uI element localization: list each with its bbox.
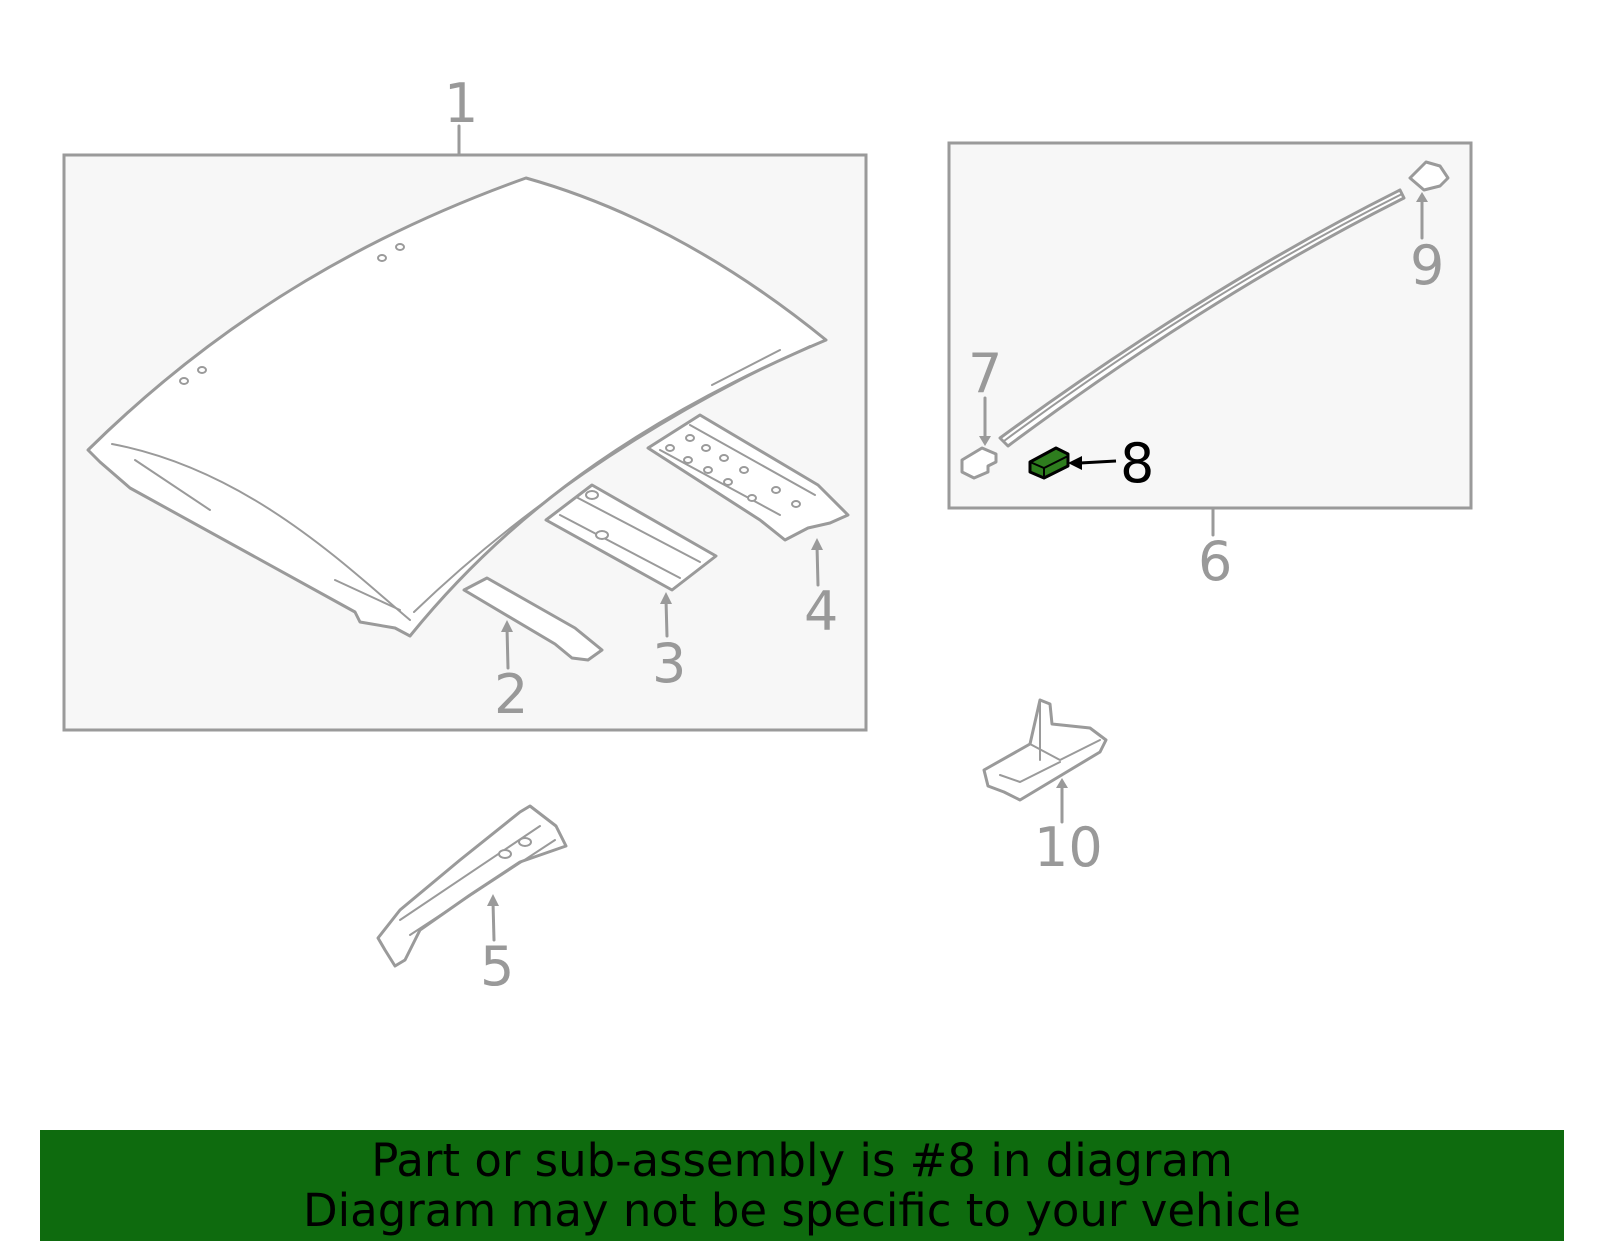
roof-hole [377, 254, 387, 262]
bow-hole [739, 466, 749, 474]
bow-hole [585, 490, 599, 500]
roof-molding[interactable] [998, 188, 1406, 448]
callout-7: 7 [968, 342, 1002, 405]
callout-2-arrowhead [501, 620, 513, 632]
callout-2: 2 [494, 663, 528, 726]
center-roof-bow[interactable] [544, 483, 718, 592]
bow-hole [771, 486, 781, 494]
callout-4-leader [815, 544, 820, 587]
callout-3: 3 [652, 632, 686, 695]
mounting-bracket[interactable] [982, 698, 1108, 802]
banner-line-2: Diagram may not be specific to your vehi… [303, 1184, 1301, 1237]
front-header-rail[interactable] [462, 576, 604, 662]
callout-3-leader [664, 598, 669, 638]
bow-hole [719, 454, 729, 462]
callout-9-arrowhead [1416, 192, 1428, 202]
bow-hole [595, 530, 609, 540]
bow-hole [685, 434, 695, 442]
callout-4-arrowhead [811, 538, 823, 550]
roof-hole [179, 377, 189, 385]
callout-8: 8 [1120, 432, 1154, 495]
roof-hole [395, 243, 405, 251]
callout-9: 9 [1410, 234, 1444, 297]
callout-10-arrowhead [1056, 778, 1068, 788]
callout-1: 1 [444, 72, 478, 135]
bow-hole [791, 500, 801, 508]
front-molding-clip[interactable] [960, 446, 998, 480]
bow-hole [665, 444, 675, 452]
banner-line-1: Part or sub-assembly is #8 in diagram [371, 1134, 1233, 1187]
bow-hole [723, 478, 733, 486]
callout-5-leader [491, 900, 496, 942]
roof-panel[interactable] [86, 176, 828, 638]
callout-6: 6 [1198, 530, 1232, 593]
callout-5-arrowhead [487, 894, 499, 906]
callout-4: 4 [804, 580, 838, 643]
callout-8-arrowhead [1068, 456, 1082, 470]
bow-hole [701, 444, 711, 452]
roof-hole [197, 366, 207, 374]
bow-hole [683, 456, 693, 464]
rear-roof-bow[interactable] [646, 413, 850, 542]
bow-hole [747, 494, 757, 502]
callout-2-leader [505, 626, 510, 670]
callout-10: 10 [1034, 816, 1103, 879]
reinforcement-hole [518, 837, 532, 847]
reinforcement-hole [498, 849, 512, 859]
side-rail-reinforcement[interactable] [376, 804, 568, 968]
callout-7-arrowhead [979, 436, 991, 446]
callout-5: 5 [480, 935, 514, 998]
molding-clip-highlighted[interactable] [1028, 446, 1070, 480]
rear-molding-clip[interactable] [1408, 160, 1450, 192]
info-banner: Part or sub-assembly is #8 in diagram Di… [40, 1130, 1564, 1241]
callout-8-leader [1079, 459, 1117, 465]
callout-3-arrowhead [660, 592, 672, 604]
bow-hole [703, 466, 713, 474]
